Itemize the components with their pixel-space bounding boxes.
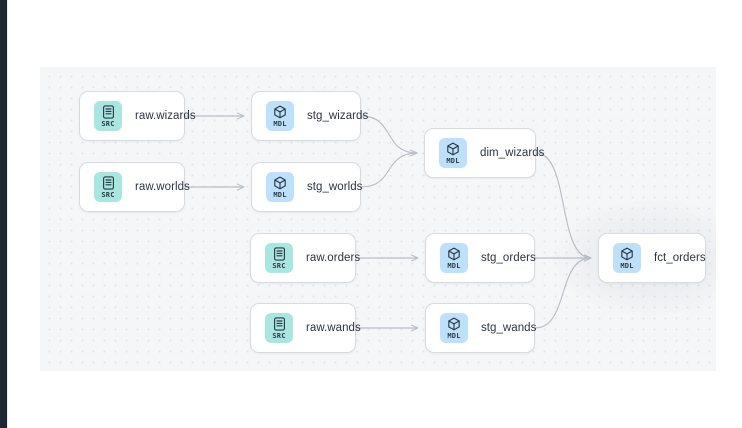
lineage-edge-stg_wands-to-fct_orders	[534, 258, 591, 329]
node-kind-tag: SRC	[101, 119, 115, 128]
cube-icon: MDL	[440, 243, 468, 273]
database-icon: SRC	[265, 313, 293, 343]
cube-icon-glyph	[273, 176, 287, 190]
database-icon-glyph	[102, 175, 115, 190]
cube-icon-glyph	[447, 317, 461, 331]
node-label: stg_orders	[481, 252, 536, 264]
database-icon-glyph	[273, 246, 286, 261]
lineage-node-stg_orders[interactable]: MDL stg_orders	[425, 233, 536, 283]
node-label: raw.wizards	[135, 110, 196, 122]
node-kind-tag: SRC	[272, 261, 286, 270]
lineage-edge-stg_wizards-to-dim_wizards	[360, 115, 417, 153]
lineage-node-fct_orders[interactable]: MDL fct_orders	[598, 233, 706, 283]
lineage-node-dim_wizards[interactable]: MDL dim_wizards	[424, 128, 544, 178]
left-navigation-rail	[0, 0, 7, 428]
lineage-node-raw_wizards[interactable]: SRC raw.wizards	[79, 91, 196, 141]
cube-icon-glyph	[446, 142, 460, 156]
cube-icon: MDL	[266, 172, 294, 202]
node-label: stg_wizards	[307, 110, 369, 122]
cube-icon: MDL	[266, 101, 294, 131]
cube-icon: MDL	[440, 313, 468, 343]
node-kind-tag: SRC	[272, 331, 286, 340]
node-label: dim_wizards	[480, 147, 545, 159]
node-label: raw.wands	[306, 322, 361, 334]
lineage-node-raw_worlds[interactable]: SRC raw.worlds	[79, 162, 190, 212]
node-label: stg_wands	[481, 322, 537, 334]
database-icon-glyph	[102, 104, 115, 119]
database-icon-glyph	[273, 316, 286, 331]
node-kind-tag: MDL	[273, 190, 287, 199]
cube-icon-glyph	[273, 105, 287, 119]
node-kind-tag: MDL	[447, 261, 461, 270]
lineage-edge-dim_wizards-to-fct_orders	[535, 152, 591, 258]
node-kind-tag: MDL	[620, 261, 634, 270]
cube-icon-glyph	[620, 247, 634, 261]
node-kind-tag: MDL	[447, 331, 461, 340]
node-kind-tag: MDL	[446, 156, 460, 165]
lineage-node-raw_wands[interactable]: SRC raw.wands	[250, 303, 361, 353]
lineage-node-raw_orders[interactable]: SRC raw.orders	[250, 233, 360, 283]
database-icon: SRC	[94, 101, 122, 131]
database-icon: SRC	[265, 243, 293, 273]
lineage-node-stg_wands[interactable]: MDL stg_wands	[425, 303, 537, 353]
cube-icon-glyph	[447, 247, 461, 261]
cube-icon: MDL	[439, 138, 467, 168]
node-label: raw.orders	[306, 252, 361, 264]
cube-icon: MDL	[613, 243, 641, 273]
node-label: stg_worlds	[307, 181, 363, 193]
lineage-node-stg_wizards[interactable]: MDL stg_wizards	[251, 91, 368, 141]
left-rail-divider	[7, 0, 8, 428]
node-label: fct_orders	[654, 252, 706, 264]
database-icon: SRC	[94, 172, 122, 202]
lineage-node-stg_worlds[interactable]: MDL stg_worlds	[251, 162, 363, 212]
node-kind-tag: MDL	[273, 119, 287, 128]
lineage-edge-stg_worlds-to-dim_wizards	[360, 153, 417, 188]
node-label: raw.worlds	[135, 181, 190, 193]
node-kind-tag: SRC	[101, 190, 115, 199]
